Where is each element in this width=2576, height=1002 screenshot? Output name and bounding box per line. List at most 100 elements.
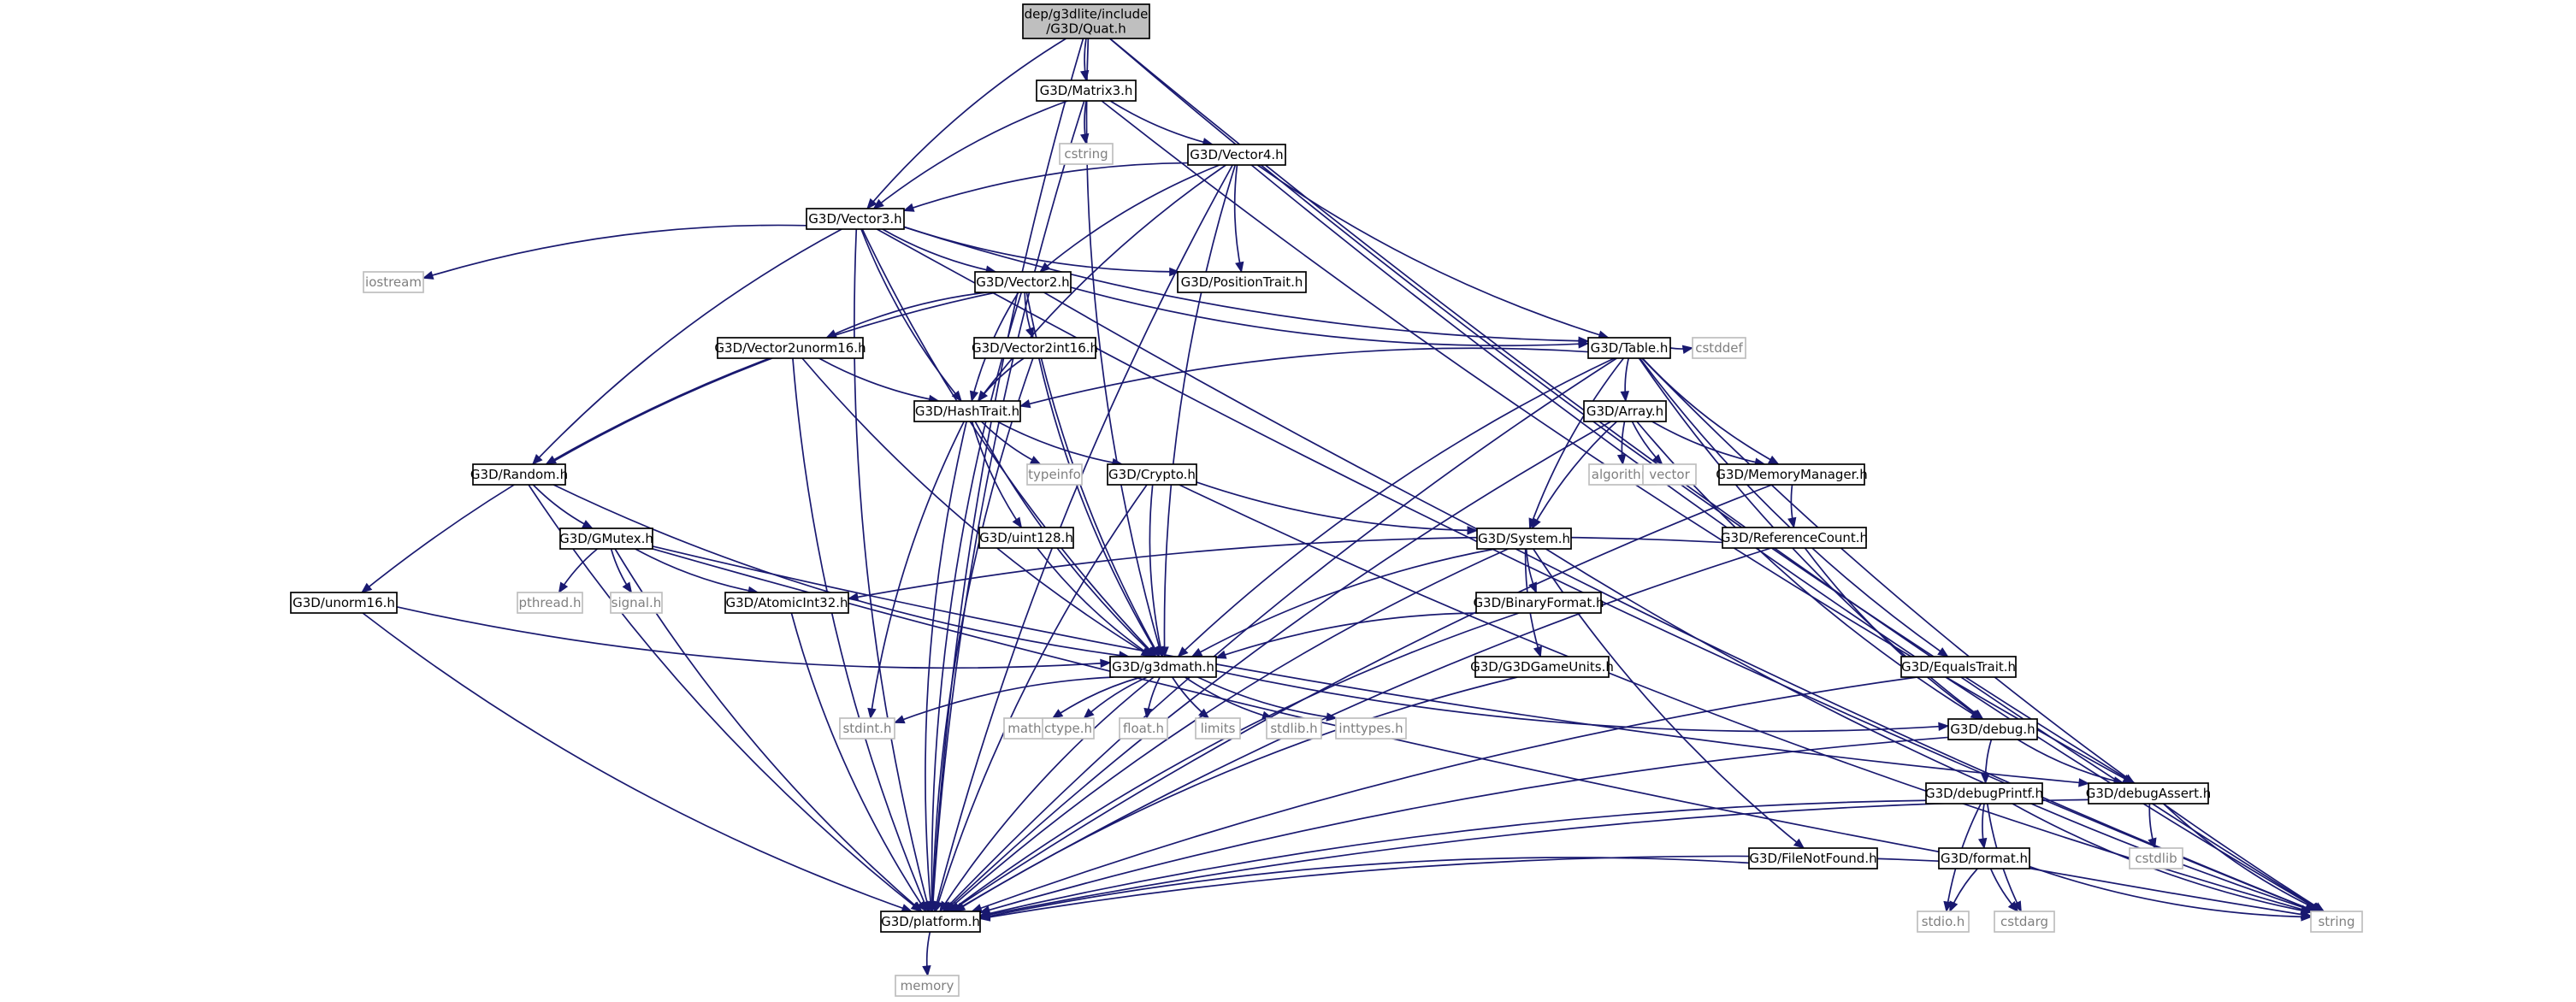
edge-hashtrait-to-platform <box>925 421 967 912</box>
node-vector3[interactable]: G3D/Vector3.h <box>806 208 905 230</box>
node-quat-label-line-1: dep/g3dlite/include <box>1025 7 1149 22</box>
node-vector2unorm16[interactable]: G3D/Vector2unorm16.h <box>714 337 866 359</box>
edge-vector3-to-g3dmath <box>861 228 1157 657</box>
arrowhead-unorm16-to-g3dmath <box>1100 658 1112 669</box>
arrowhead-hashtrait-to-typeinfo <box>1029 456 1042 465</box>
node-crypto-label: G3D/Crypto.h <box>1108 467 1196 482</box>
node-string-box <box>2310 911 2363 933</box>
node-debugassert[interactable]: G3D/debugAssert.h <box>2086 782 2212 805</box>
edge-quat-to-platform <box>931 38 1084 912</box>
node-inttypes-label: inttypes.h <box>1338 721 1403 736</box>
node-gmutex[interactable]: G3D/GMutex.h <box>559 528 653 550</box>
node-atomicint32[interactable]: G3D/AtomicInt32.h <box>724 592 849 614</box>
node-random[interactable]: G3D/Random.h <box>470 463 568 486</box>
node-referencecount[interactable]: G3D/ReferenceCount.h <box>1721 527 1868 549</box>
node-limits-box <box>1195 717 1241 740</box>
node-iostream-label: iostream <box>365 274 422 290</box>
edge-quat-to-vector3 <box>866 38 1067 209</box>
edge-vector2unorm16-to-g3dmath <box>801 357 1152 657</box>
node-table[interactable]: G3D/Table.h <box>1587 337 1671 359</box>
node-uint128-label: G3D/uint128.h <box>979 530 1073 545</box>
node-stdint-label: stdint.h <box>842 721 891 736</box>
arrowhead-vector2int16-to-hashtrait <box>978 390 989 403</box>
node-uint128[interactable]: G3D/uint128.h <box>978 527 1074 549</box>
node-vector: vector <box>1642 463 1697 486</box>
node-vector2[interactable]: G3D/Vector2.h <box>974 271 1072 293</box>
arrowhead-debugprintf-to-string <box>2300 905 2313 916</box>
node-referencecount-box <box>1722 527 1867 549</box>
node-signal-label: signal.h <box>612 595 662 610</box>
arrowhead-gmutex-to-pthread <box>558 581 569 594</box>
node-cstdlib: cstdlib <box>2129 847 2183 869</box>
node-float-box <box>1119 717 1168 740</box>
node-array-box <box>1583 400 1667 422</box>
node-format[interactable]: G3D/format.h <box>1938 847 2030 869</box>
arrowhead-gmutex-to-debugassert <box>2078 778 2090 787</box>
node-g3dmath[interactable]: G3D/g3dmath.h <box>1109 656 1217 678</box>
node-unorm16[interactable]: G3D/unorm16.h <box>290 592 398 614</box>
node-vector3-box <box>806 208 905 230</box>
node-memorymanager[interactable]: G3D/MemoryManager.h <box>1716 463 1868 486</box>
node-quat[interactable]: dep/g3dlite/include/G3D/Quat.h <box>1022 3 1150 39</box>
arrowhead-format-to-cstdarg <box>2007 900 2019 912</box>
node-vector4[interactable]: G3D/Vector4.h <box>1187 144 1286 166</box>
node-stdio-box <box>1917 911 1970 933</box>
edge-vector4-to-string <box>1250 164 2323 912</box>
node-typeinfo: typeinfo <box>1026 463 1083 486</box>
edge-crypto-to-g3dmath <box>1149 484 1164 657</box>
arrowhead-g3dmath-to-stdint <box>893 715 906 724</box>
node-binaryformat-box <box>1475 592 1602 614</box>
node-equalstrait[interactable]: G3D/EqualsTrait.h <box>1900 656 2017 678</box>
node-hashtrait-label: G3D/HashTrait.h <box>915 404 1019 419</box>
node-format-label: G3D/format.h <box>1941 851 2028 866</box>
edge-g3dmath-to-platform <box>939 676 1155 912</box>
node-uint128-box <box>978 527 1074 549</box>
node-layer: dep/g3dlite/include/G3D/Quat.hG3D/Matrix… <box>290 3 2363 997</box>
node-string-label: string <box>2318 914 2354 929</box>
node-cstddef-label: cstddef <box>1695 340 1743 356</box>
arrowhead-array-to-algorithm <box>1616 453 1627 466</box>
arrowhead-g3dmath-to-debug <box>1938 722 1950 732</box>
edge-g3dmath-to-inttypes <box>1197 676 1337 719</box>
node-array[interactable]: G3D/Array.h <box>1583 400 1667 422</box>
node-crypto[interactable]: G3D/Crypto.h <box>1107 463 1197 486</box>
edge-hashtrait-to-crypto <box>996 421 1123 465</box>
node-gmutex-label: G3D/GMutex.h <box>559 531 653 546</box>
edge-debugprintf-to-string <box>2012 803 2312 913</box>
node-cstring-box <box>1059 143 1114 165</box>
node-vector2-box <box>974 271 1072 293</box>
edge-vector3-to-table <box>903 226 1589 342</box>
arrowhead-platform-to-memory <box>922 965 931 977</box>
arrowhead-referencecount-to-atomicint32 <box>847 592 860 602</box>
arrowhead-atomicint32-to-platform <box>916 900 927 913</box>
node-platform[interactable]: G3D/platform.h <box>880 911 981 933</box>
node-cstdlib-box <box>2129 847 2183 869</box>
node-signal: signal.h <box>610 592 663 614</box>
arrowhead-memorymanager-to-referencecount <box>1787 516 1797 529</box>
node-float-label: float.h <box>1123 721 1164 736</box>
edge-crypto-to-platform <box>935 484 1148 912</box>
arrowhead-g3dmath-to-platform <box>939 900 949 913</box>
edge-system-to-platform <box>946 548 1509 912</box>
node-debugprintf[interactable]: G3D/debugPrintf.h <box>1925 782 2043 805</box>
arrowhead-debug-to-debugprintf <box>1981 773 1990 785</box>
node-hashtrait[interactable]: G3D/HashTrait.h <box>913 400 1021 422</box>
node-binaryformat[interactable]: G3D/BinaryFormat.h <box>1473 592 1604 614</box>
node-filenotfound[interactable]: G3D/FileNotFound.h <box>1748 847 1878 869</box>
edge-hashtrait-to-uint128 <box>971 421 1023 528</box>
edge-g3dmath-to-ctype <box>1083 676 1148 719</box>
node-g3dgameunits[interactable]: G3D/G3DGameUnits.h <box>1470 656 1614 678</box>
arrowhead-array-to-vector <box>1651 454 1663 465</box>
node-positiontrait[interactable]: G3D/PositionTrait.h <box>1177 271 1307 293</box>
arrowhead-array-to-system <box>1531 517 1541 530</box>
edge-vector2int16-to-g3dmath <box>1038 357 1160 657</box>
node-memory-box <box>895 975 960 997</box>
node-vector2int16[interactable]: G3D/Vector2int16.h <box>972 337 1098 359</box>
node-system[interactable]: G3D/System.h <box>1476 528 1572 550</box>
node-pthread-box <box>517 592 583 614</box>
node-matrix3[interactable]: G3D/Matrix3.h <box>1036 80 1137 102</box>
edge-memorymanager-to-platform <box>949 484 1773 912</box>
node-debug[interactable]: G3D/debug.h <box>1947 718 2038 740</box>
node-stdlib: stdlib.h <box>1266 717 1322 740</box>
edge-vector2-to-random <box>545 292 996 465</box>
